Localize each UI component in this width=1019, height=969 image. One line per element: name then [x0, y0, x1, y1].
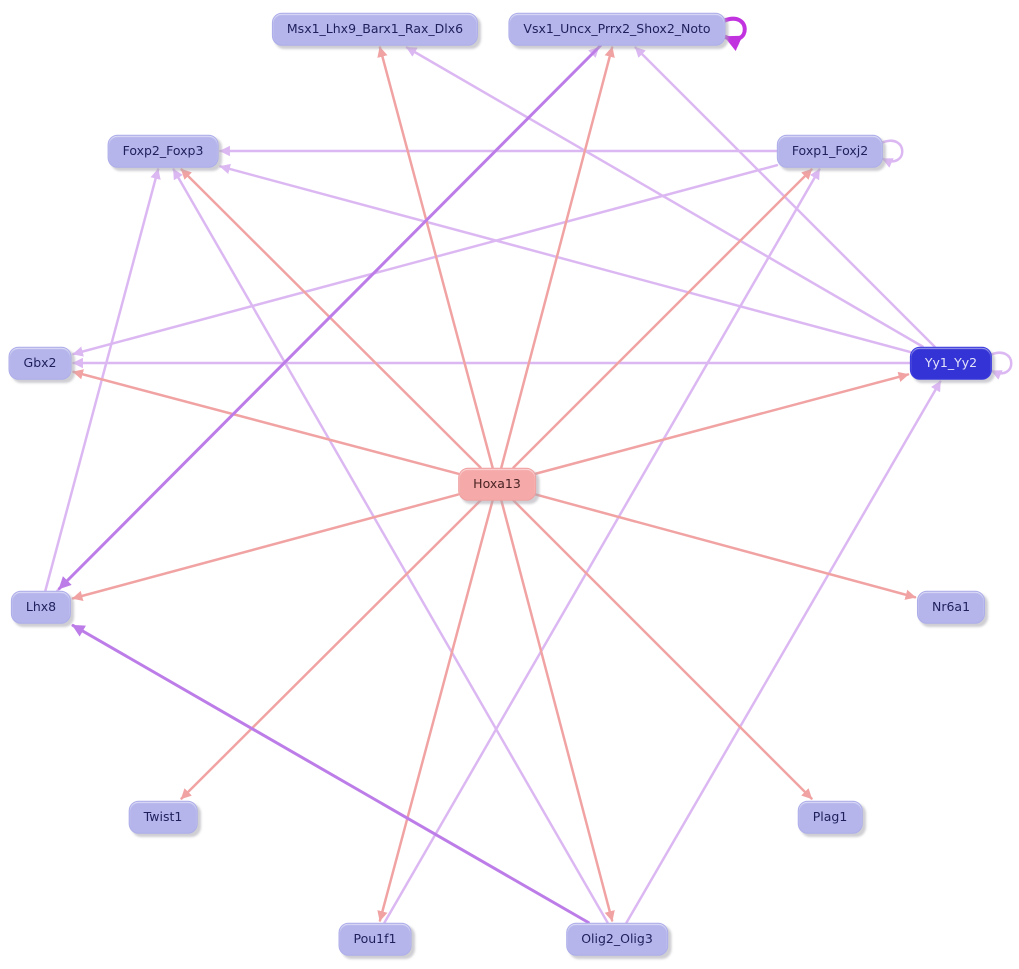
edge-hoxa13-to-vsx1: [500, 46, 615, 469]
edge-pou1f1-to-foxp1: [383, 168, 821, 924]
edge-yy1-to-foxp2: [219, 163, 912, 354]
edge-hoxa13-to-plag1: [512, 499, 813, 800]
edge-hoxa13-to-msx1: [377, 46, 494, 469]
graph-node-nr6a1[interactable]: Nr6a1: [916, 590, 986, 624]
edge-hoxa13-to-foxp2: [180, 168, 482, 469]
self-loop-vsx1: [721, 16, 747, 51]
edge-hoxa13-to-lhx8: [71, 493, 460, 601]
edge-hoxa13-to-gbx2: [72, 369, 460, 475]
edge-olig2-to-foxp2: [172, 168, 609, 924]
graph-node-gbx2[interactable]: Gbx2: [8, 346, 72, 380]
graph-node-olig2[interactable]: Olig2_Olig3: [566, 922, 668, 956]
edge-hoxa13-to-foxp1: [512, 168, 813, 469]
graph-node-lhx8[interactable]: Lhx8: [10, 590, 72, 624]
edge-hoxa13-to-nr6a1: [534, 493, 917, 600]
self-loop-foxp1: [879, 139, 904, 168]
graph-node-hoxa13[interactable]: Hoxa13: [458, 467, 536, 501]
graph-node-foxp1[interactable]: Foxp1_Foxj2: [776, 134, 884, 168]
edge-hoxa13-to-twist1: [180, 499, 482, 800]
self-loop-yy1: [988, 351, 1013, 380]
edge-vsx1-to-lhx8: [57, 44, 603, 590]
edge-yy1-to-msx1: [405, 46, 924, 348]
graph-node-foxp2[interactable]: Foxp2_Foxp3: [107, 134, 219, 168]
graph-node-yy1[interactable]: Yy1_Yy2: [909, 346, 993, 380]
graph-node-msx1[interactable]: Msx1_Lhx9_Barx1_Rax_Dlx6: [271, 12, 479, 46]
edge-foxp1-to-gbx2: [72, 163, 779, 357]
graph-node-vsx1[interactable]: Vsx1_Uncx_Prrx2_Shox2_Noto: [508, 12, 726, 46]
graph-node-pou1f1[interactable]: Pou1f1: [338, 922, 412, 956]
edge-hoxa13-to-pou1f1: [377, 499, 494, 922]
graph-node-twist1[interactable]: Twist1: [128, 800, 198, 834]
edge-olig2-to-lhx8: [71, 623, 590, 924]
edge-hoxa13-to-yy1: [534, 371, 910, 475]
graph-node-plag1[interactable]: Plag1: [797, 800, 863, 834]
edge-olig2-to-yy1: [625, 380, 942, 924]
edge-hoxa13-to-olig2: [500, 499, 615, 922]
